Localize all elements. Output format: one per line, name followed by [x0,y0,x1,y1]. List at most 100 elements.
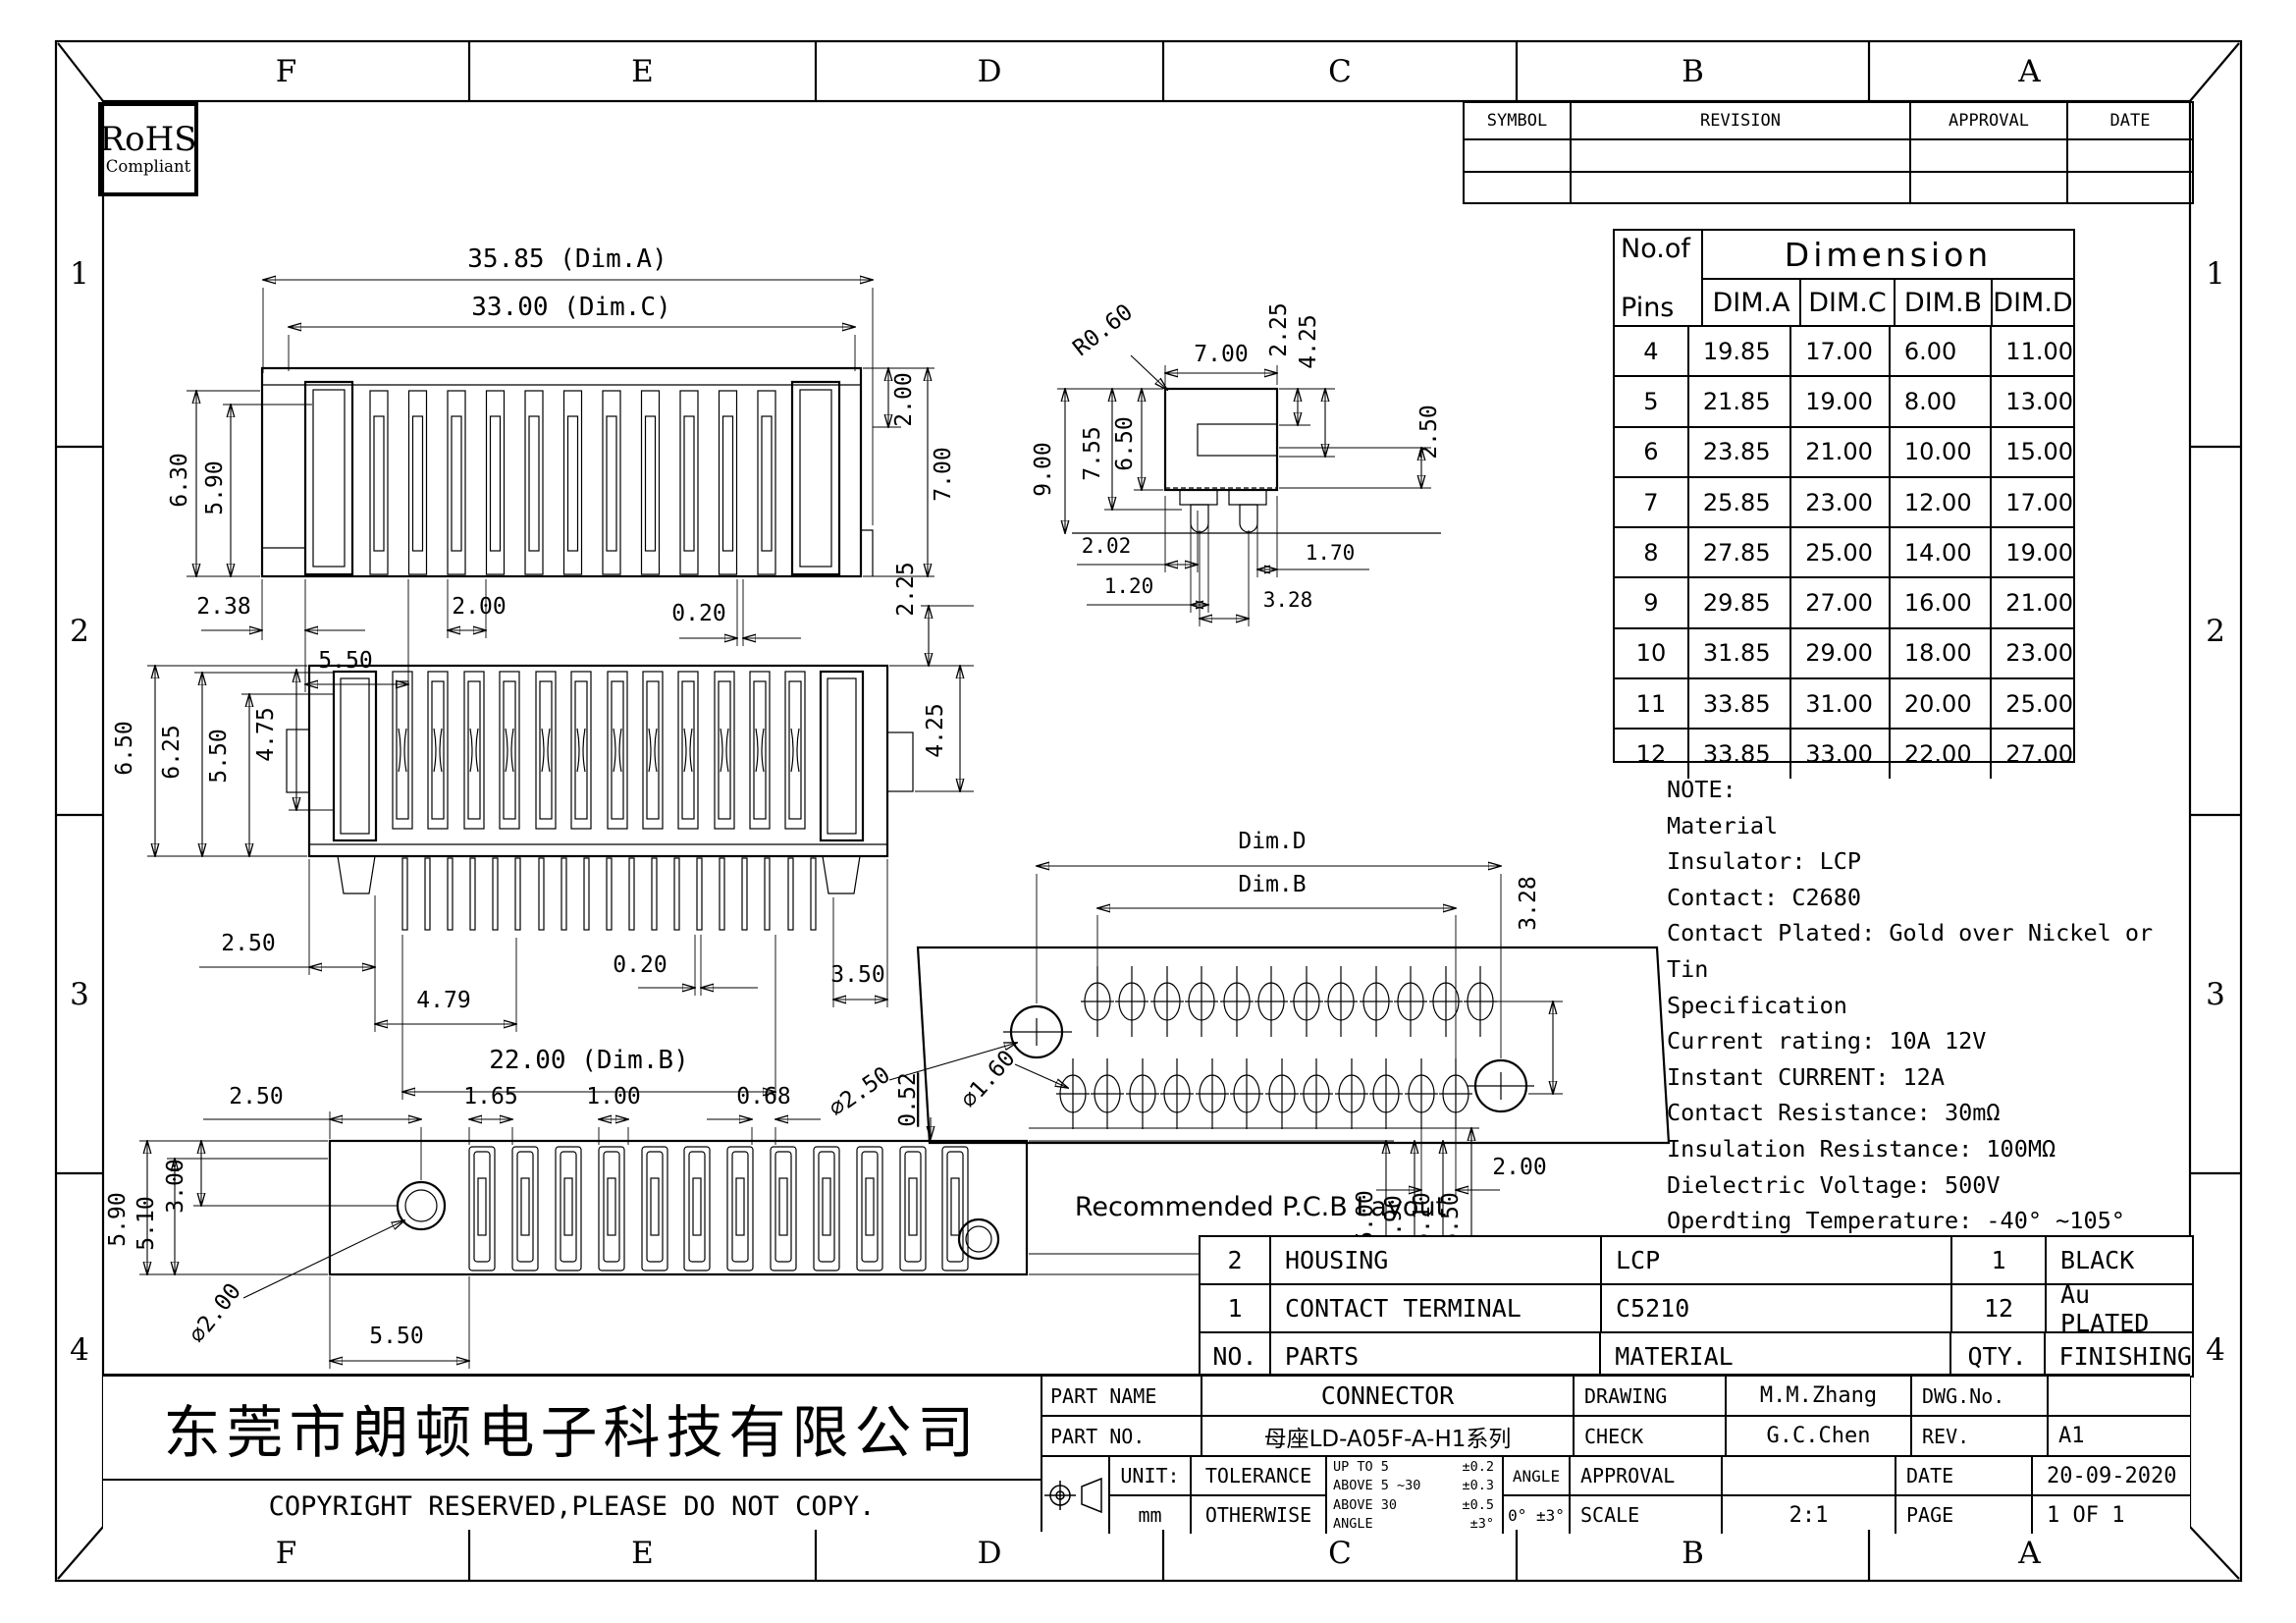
cell: HOUSING [1269,1237,1600,1283]
cell: 20.00 [1888,679,1990,729]
cell: 22.00 [1888,730,1990,779]
col-header-dimB: DIM.B [1894,280,1991,325]
cell: 19.00 [1990,528,2073,577]
cell: 27.00 [1789,578,1889,627]
dim-label: 2.38 [196,594,250,620]
revision-col-revision: REVISION [1570,103,1909,138]
cell: 18.00 [1888,628,1990,678]
dim-label-dimC: 33.00 (Dim.C) [471,293,671,322]
cell: 33.85 [1686,679,1789,729]
note-line: Specification [1667,991,1847,1019]
cell: 6.00 [1888,327,1990,376]
cell: 4 [1643,337,1659,365]
dim-label: 6.50 [1112,416,1138,470]
cell: 31.85 [1686,628,1789,678]
tol-value: ±0.3 [1462,1478,1494,1494]
cell: 25.00 [1990,679,2073,729]
dim-label: 1.00 [586,1084,640,1109]
dwg-no-label: DWG.No. [1910,1377,2047,1415]
dim-label: 2.50 [1416,405,1442,459]
dim-label: 1.70 [1306,541,1356,565]
grid-col-f-top: F [275,54,297,89]
grid-col-f-bottom: F [275,1536,297,1571]
dim-label: 4.25 [1296,314,1321,368]
grid-row-3-right: 3 [2206,976,2225,1012]
dim-label-hole-big: ∅2.50 [825,1062,895,1122]
revision-cell-empty [2066,170,2192,202]
dim-label-dimB: Dim.B [1238,872,1306,897]
dim-label: 1.20 [1104,574,1154,598]
col-header-dimD: DIM.D [1991,280,2073,325]
dim-label: 5.10 [133,1196,159,1250]
pins-header: No.of Pins [1615,231,1701,325]
approval-scale-cell: APPROVAL SCALE 2:1 [1569,1457,1895,1534]
front-view-drawing: 35.85 (Dim.A) 33.00 (Dim.C) 6.30 5.90 2.… [167,244,956,692]
tol-value: ±0.2 [1462,1458,1494,1475]
rohs-title: RoHS [99,120,197,159]
rev-label: REV. [1910,1417,2047,1455]
grid-col-b-top: B [1682,54,1704,89]
cell: 23.00 [1990,628,2073,678]
rohs-subtitle: Compliant [105,157,191,176]
title-block: 东莞市朗顿电子科技有限公司 COPYRIGHT RESERVED,PLEASE … [103,1374,2190,1534]
scale-value: 2:1 [1721,1496,1895,1534]
cell: C5210 [1600,1285,1950,1331]
cell: 7 [1643,488,1659,516]
revision-cell-empty [1465,170,1570,203]
page-label: PAGE [1906,1503,1954,1527]
company-name: 东莞市朗顿电子科技有限公司 [103,1377,1042,1479]
grid-col-e-top: E [631,54,654,89]
cell: 21.85 [1686,377,1789,426]
dim-label: 6.30 [167,453,192,507]
date-label: DATE [1906,1464,1954,1488]
revision-cell-empty [2066,138,2192,171]
grid-row-4-left: 4 [70,1332,89,1368]
grid-col-b-bottom: B [1682,1536,1704,1571]
cell: 31.00 [1789,679,1889,729]
rev-value: A1 [2047,1417,2190,1455]
grid-col-c-top: C [1328,54,1352,89]
revision-cell-empty [1465,138,1570,171]
tol-range: ABOVE 5 ~30 [1333,1478,1421,1494]
dim-label: 3.50 [830,962,884,988]
tolerance-label: TOLERANCE [1204,1464,1312,1488]
notes-block: NOTE: Material Insulator: LCP Contact: C… [1667,776,2197,1243]
revision-col-date: DATE [2066,103,2192,138]
dim-label-hole-small: ∅1.60 [956,1046,1021,1113]
dim-label: 3.00 [163,1159,188,1213]
note-line: Insulation Resistance: 100MΩ [1667,1134,2056,1163]
approval-label: APPROVAL [1580,1464,1676,1488]
tolerance-row: ABOVE 5 ~30 ±0.3 [1327,1477,1502,1496]
cell: 12 [1950,1285,2045,1331]
cell: 16.00 [1888,578,1990,627]
note-line: Material [1667,811,1779,839]
unit-cell: UNIT: mm [1108,1457,1190,1534]
dim-label: 2.00 [891,372,917,426]
copyright-notice: COPYRIGHT RESERVED,PLEASE DO NOT COPY. [103,1479,1042,1532]
cell: 19.00 [1789,377,1889,426]
date-value: 20-09-2020 [2031,1457,2190,1494]
grid-col-c-bottom: C [1328,1536,1352,1571]
cell: 17.00 [1990,477,2073,527]
date-page-cell: DATE 20-09-2020 PAGE 1 OF 1 [1895,1457,2190,1534]
dim-label: 5.50 [318,648,372,674]
dim-label: 2.25 [1266,302,1292,356]
angle-value: 0° ±3° [1504,1494,1569,1534]
cell: 27.85 [1686,528,1789,577]
unit-value: mm [1110,1494,1190,1534]
grid-col-a-bottom: A [2018,1536,2041,1571]
cell: 21.00 [1990,578,2073,627]
cell: Au PLATED [2045,1280,2192,1337]
cell: 15.00 [1990,427,2073,476]
dim-label: 0.68 [736,1084,790,1109]
cell: 23.85 [1686,427,1789,476]
cell: 2 [1227,1246,1243,1274]
pcb-layout-drawing: Dim.D Dim.B 3.28 ∅2.50 ∅1.60 2.00 0.52 R… [825,829,1671,1222]
col-header-dimA: DIM.A [1701,280,1799,325]
cell: MATERIAL [1599,1333,1949,1380]
dim-label: 0.20 [671,601,725,626]
revision-col-approval: APPROVAL [1909,103,2066,138]
